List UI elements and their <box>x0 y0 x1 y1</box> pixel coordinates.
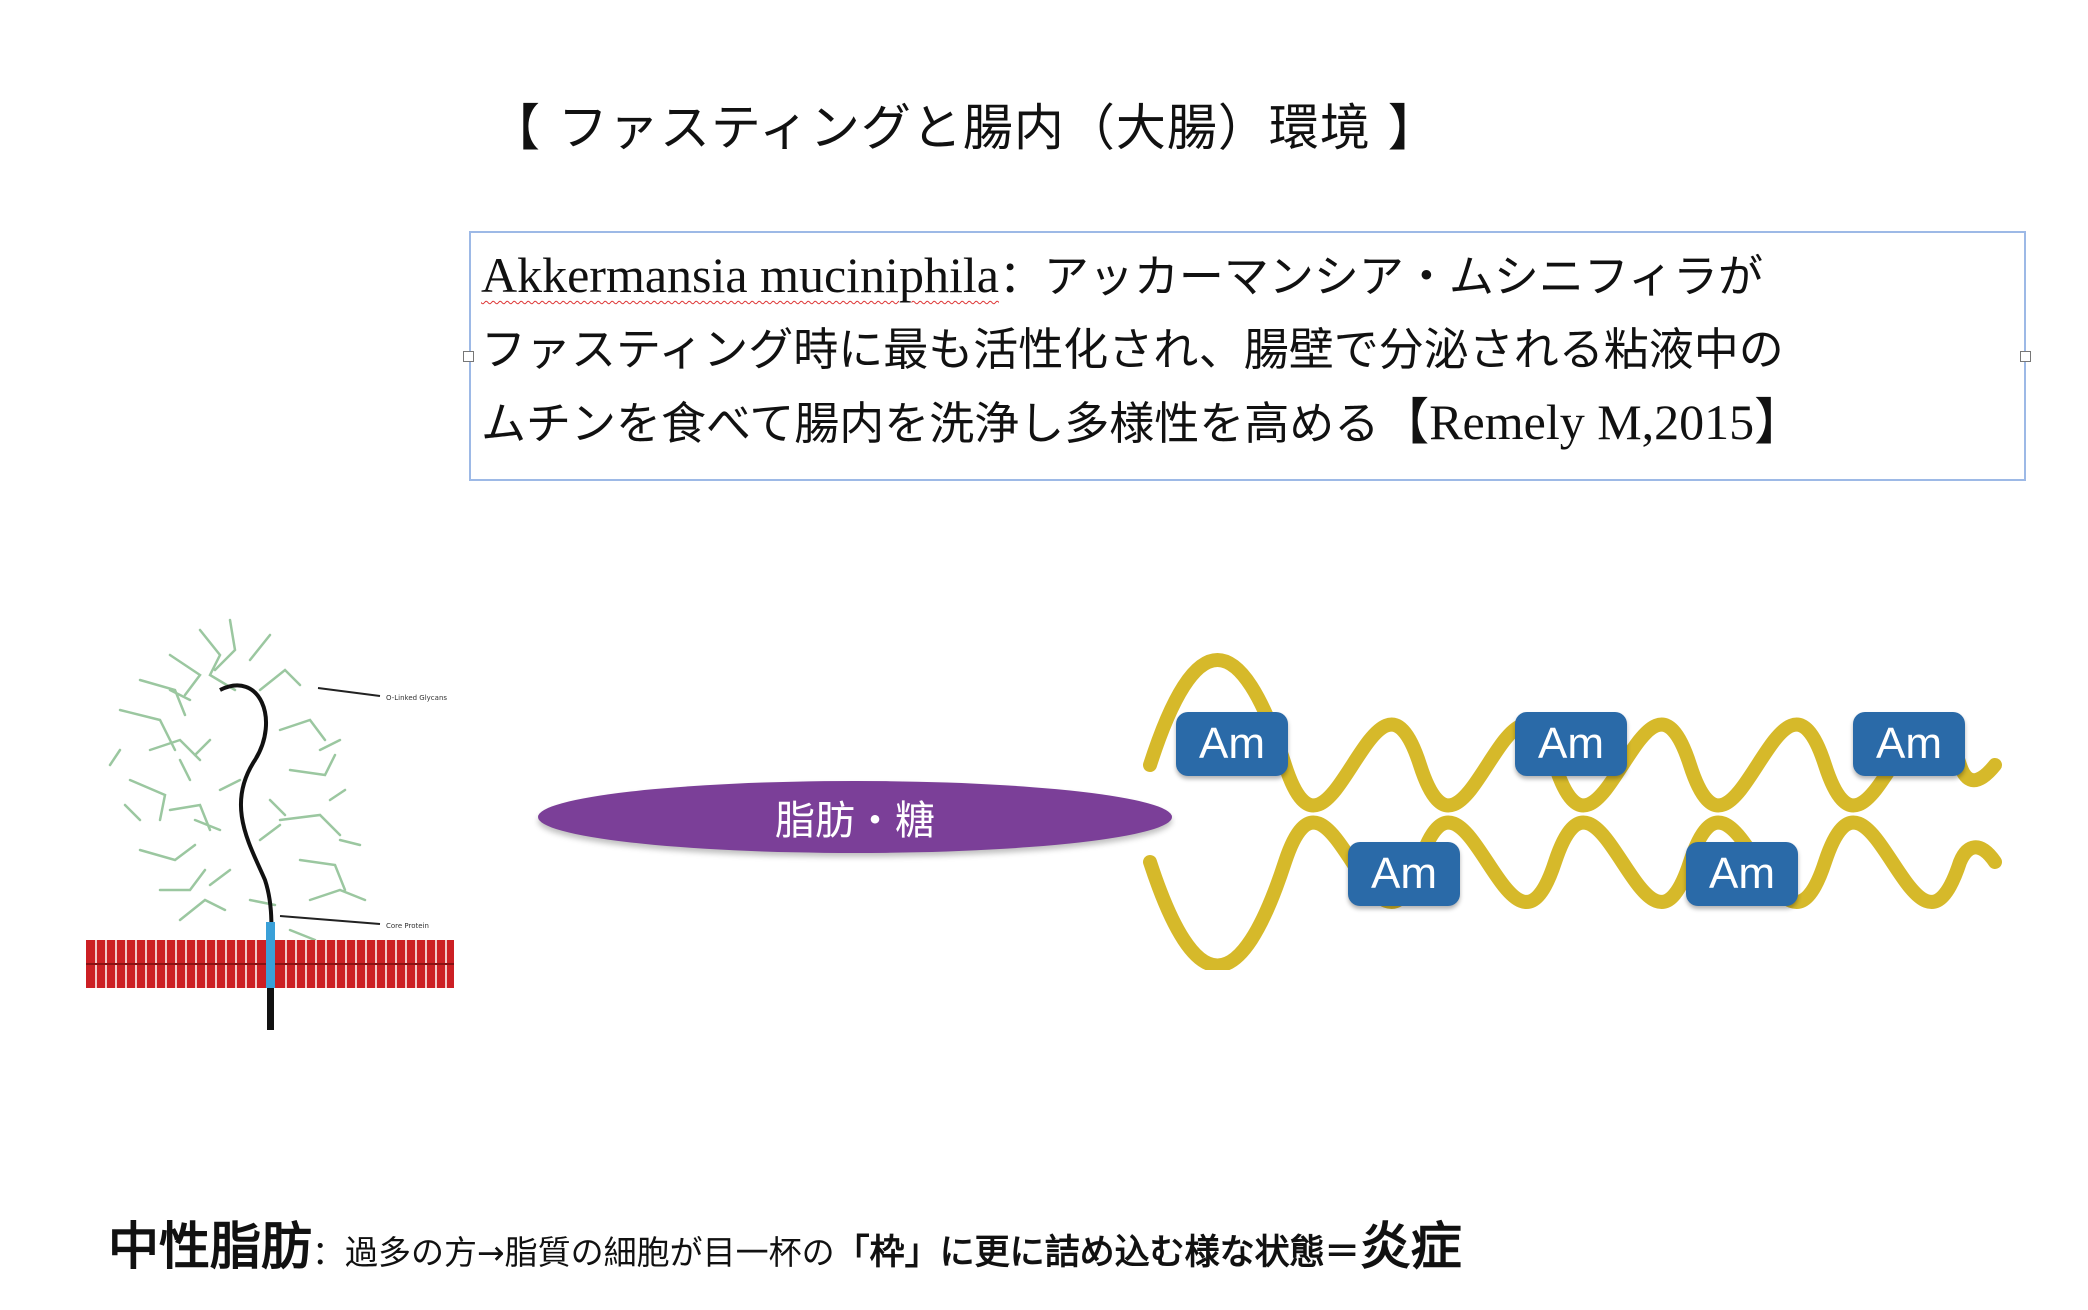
footer-emphasis: 「枠」に更に詰め込む様な状態＝ <box>834 1233 1360 1273</box>
footer-text: ：過多の方→脂質の細胞が目一杯の <box>312 1233 835 1272</box>
core-protein-segment <box>266 922 275 988</box>
text-line-1: Akkermansia muciniphila：アッカーマンシア・ムシニフィラが <box>481 239 2024 313</box>
transmembrane-tail <box>267 988 274 1030</box>
protein-label: Core Protein <box>386 922 429 930</box>
protein-pointer <box>279 915 381 925</box>
fat-sugar-ellipse: 脂肪・糖 <box>538 781 1172 853</box>
bacteria-waves <box>1143 653 2002 970</box>
glycan-branches <box>108 618 367 942</box>
glycan-label: O-Linked Glycans <box>386 694 447 702</box>
footer-heading: 中性脂肪 <box>108 1218 313 1277</box>
footer-statement: 中性脂肪：過多の方→脂質の細胞が目一杯の「枠」に更に詰め込む様な状態＝炎症 <box>108 1205 1462 1279</box>
footer-result: 炎症 <box>1359 1218 1462 1277</box>
bacteria-am-5: Am <box>1686 842 1798 906</box>
text-line-3-body: ムチンを食べて腸内を洗浄し多様性を高める <box>481 397 1380 450</box>
fat-sugar-label: 脂肪・糖 <box>775 798 935 844</box>
bacteria-am-2: Am <box>1515 712 1627 776</box>
resize-handle-right[interactable] <box>2020 351 2031 362</box>
selected-text-box[interactable]: Akkermansia muciniphila：アッカーマンシア・ムシニフィラが… <box>469 231 2026 481</box>
bacteria-am-3: Am <box>1853 712 1965 776</box>
core-protein-strand <box>219 683 274 971</box>
glycan-pointer <box>317 687 381 697</box>
species-name: Akkermansia muciniphila <box>481 247 999 303</box>
resize-handle-left[interactable] <box>463 351 474 362</box>
slide-title: 【 ファスティングと腸内（大腸）環境 】 <box>490 99 1439 157</box>
bacteria-am-4: Am <box>1348 842 1460 906</box>
lower-wave <box>1143 815 2002 970</box>
bacteria-am-1: Am <box>1176 712 1288 776</box>
text-line-2: ファスティング時に最も活性化され、腸壁で分泌される粘液中の <box>481 323 1784 376</box>
mucin-diagram: O-Linked Glycans Core Protein <box>86 618 454 1030</box>
text-line-3: ムチンを食べて腸内を洗浄し多様性を高める【Remely M,2015】 <box>481 386 2024 460</box>
citation: 【Remely M,2015】 <box>1379 394 1805 450</box>
species-description: ：アッカーマンシア・ムシニフィラが <box>998 250 1764 303</box>
upper-wave <box>1143 653 2002 813</box>
